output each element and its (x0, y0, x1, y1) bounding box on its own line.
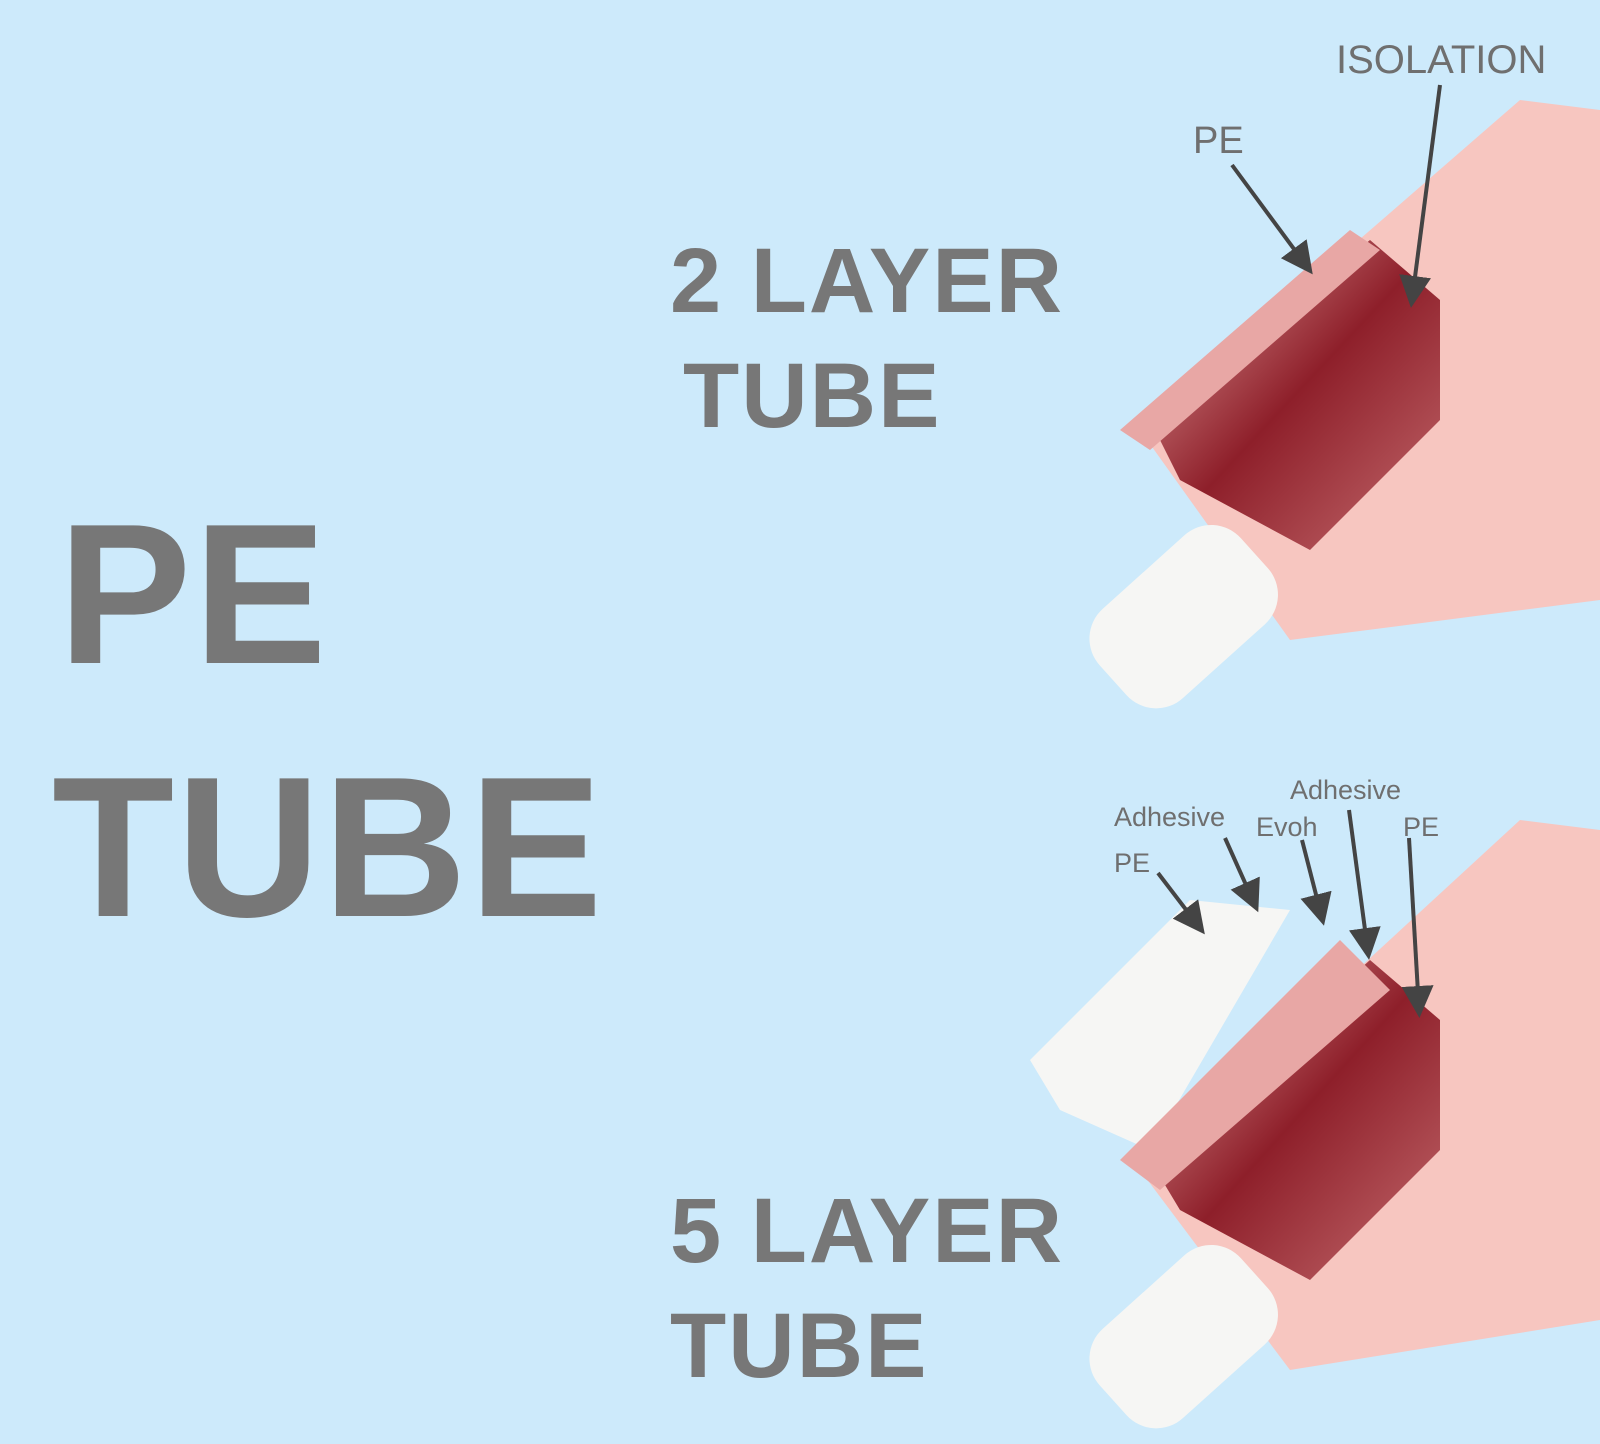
label-arrows (1156, 84, 1442, 1018)
label-isolation: ISOLATION (1336, 38, 1547, 82)
two-layer-title-line2: TUBE (683, 345, 942, 447)
label-adhesive-outer: Adhesive (1114, 802, 1226, 832)
label-pe-outer: PE (1114, 848, 1151, 878)
five-layer-tube-image (1030, 820, 1600, 1429)
two-layer-title-line1: 2 LAYER (670, 230, 1065, 332)
five-layer-title-line2: TUBE (670, 1295, 929, 1397)
label-adhesive-inner: Adhesive (1290, 775, 1402, 805)
label-evoh: Evoh (1256, 812, 1318, 842)
two-layer-tube-image (1089, 100, 1600, 709)
main-title-line1: PE (58, 483, 329, 706)
label-pe: PE (1193, 120, 1244, 162)
main-title-line2: TUBE (52, 736, 605, 959)
label-pe-inner: PE (1403, 812, 1440, 842)
five-layer-title-line1: 5 LAYER (670, 1180, 1065, 1282)
